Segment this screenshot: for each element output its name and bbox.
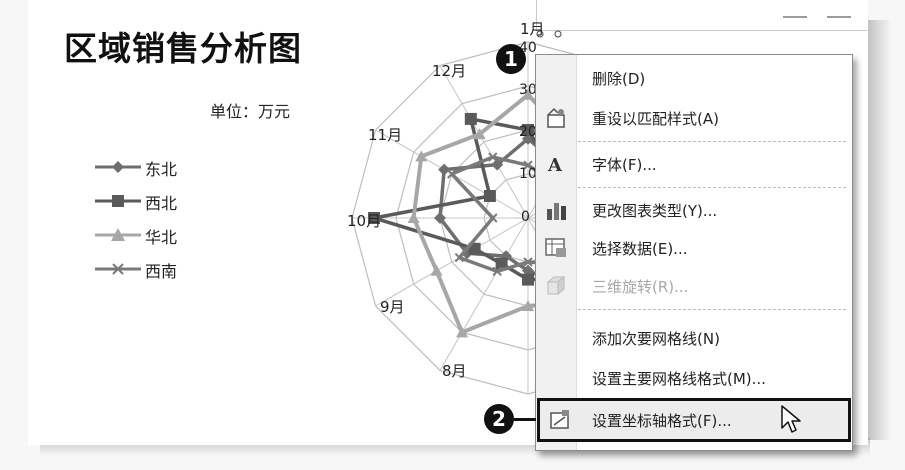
radial-tick-30: 30 xyxy=(519,82,537,98)
menu-separator xyxy=(578,141,846,142)
menu-item-delete[interactable]: 删除(D) xyxy=(536,59,852,97)
3d-rotate-icon xyxy=(546,275,566,296)
menu-item-label: 添加次要网格线(N) xyxy=(592,330,720,348)
menu-item-label: 设置主要网格线格式(M)... xyxy=(592,370,766,388)
axis-selection-handle-0 xyxy=(536,30,544,38)
menu-separator xyxy=(578,187,846,188)
radial-tick-20: 20 xyxy=(519,124,537,140)
axis-selection-handle-1 xyxy=(554,30,562,38)
data-point-东北-12月 xyxy=(491,158,504,171)
legend-label: 西南 xyxy=(145,262,178,281)
menu-item-format-axis[interactable]: 设置坐标轴格式(F)... xyxy=(537,398,851,442)
radar-spoke-8月 xyxy=(439,217,529,371)
legend-label: 东北 xyxy=(145,160,178,179)
menu-item-select-data[interactable]: 选择数据(E)... xyxy=(536,229,852,267)
radar-spoke-12月 xyxy=(439,65,529,219)
radial-tick-0: 0 xyxy=(521,209,530,225)
menu-item-label: 选择数据(E)... xyxy=(592,240,688,258)
month-label-sep: 9月 xyxy=(380,298,405,316)
data-point-西北-7月 xyxy=(522,273,534,286)
mouse-cursor-icon xyxy=(781,405,801,433)
unit-label: 单位：万元 xyxy=(210,102,291,121)
select-data-icon xyxy=(545,238,566,257)
svg-text:A: A xyxy=(547,155,563,175)
radar-spoke-9月 xyxy=(375,217,529,307)
menu-item-add-minor-gridlines[interactable]: 添加次要网格线(N) xyxy=(536,319,852,357)
data-point-华北-12月 xyxy=(473,128,486,140)
data-point-西北-10月 xyxy=(368,212,380,224)
legend-square-marker-icon xyxy=(95,195,141,207)
data-point-西南-7月 xyxy=(523,257,533,267)
data-point-华北-9月 xyxy=(430,264,443,276)
data-point-东北-11月 xyxy=(438,163,451,176)
data-point-西北-9月 xyxy=(468,242,481,255)
restore-icon[interactable] xyxy=(827,16,851,18)
data-point-西南-8月 xyxy=(492,266,502,277)
menu-item-label: 删除(D) xyxy=(592,70,646,88)
data-point-华北-7月 xyxy=(522,300,534,311)
month-label-aug: 8月 xyxy=(442,362,467,380)
chart-title[interactable]: 区域销售分析图 xyxy=(64,29,302,68)
menu-item-font[interactable]: A 字体(F)... xyxy=(536,145,852,183)
radial-tick-10: 10 xyxy=(519,166,537,182)
data-point-华北-1月 xyxy=(522,88,534,100)
legend-label: 西北 xyxy=(145,194,178,213)
data-point-华北-10月 xyxy=(407,212,420,223)
month-label-dec: 12月 xyxy=(432,62,467,80)
month-label-jan: 1月 xyxy=(520,20,545,38)
menu-item-label: 三维旋转(R)... xyxy=(592,278,689,296)
font-icon: A xyxy=(547,155,563,175)
menu-item-3d-rotation[interactable]: 三维旋转(R)... xyxy=(536,267,852,305)
data-point-华北-8月 xyxy=(456,326,468,338)
legend-triangle-marker-icon xyxy=(95,228,141,241)
data-point-西北-8月 xyxy=(495,257,508,270)
legend-x-marker-icon xyxy=(95,263,141,275)
legend-label: 华北 xyxy=(145,228,178,247)
data-point-西北-11月 xyxy=(483,190,496,202)
data-point-西南-12月 xyxy=(488,152,498,162)
step-1-callout: 1 xyxy=(496,44,526,74)
chart-type-icon xyxy=(547,203,566,220)
data-point-西南-9月 xyxy=(454,252,465,263)
menu-separator xyxy=(578,309,846,310)
data-point-西南-1月 xyxy=(523,160,533,170)
step-2-callout: 2 xyxy=(484,404,514,434)
menu-item-label: 设置坐标轴格式(F)... xyxy=(592,412,732,430)
menu-item-change-chart-type[interactable]: 更改图表类型(Y)... xyxy=(536,191,852,229)
context-menu: 删除(D) 重设以匹配样式(A) A 字体(F)... 更改图表类型(Y). xyxy=(535,54,853,451)
menu-item-format-major-gridlines[interactable]: 设置主要网格线格式(M)... xyxy=(536,359,852,397)
data-point-西北-1月 xyxy=(522,124,534,136)
data-point-西北-12月 xyxy=(464,112,477,125)
window-controls xyxy=(536,0,867,31)
reset-style-icon xyxy=(547,107,565,128)
menu-item-label: 更改图表类型(Y)... xyxy=(592,202,718,220)
month-label-nov: 11月 xyxy=(368,126,403,144)
data-point-西南-11月 xyxy=(447,169,457,179)
menu-item-label: 字体(F)... xyxy=(592,156,657,174)
axis-format-icon xyxy=(550,410,569,429)
data-point-西南-10月 xyxy=(488,213,498,223)
data-point-华北-11月 xyxy=(415,150,428,162)
page-shadow-right xyxy=(866,20,892,440)
month-label-oct: 10月 xyxy=(347,212,382,230)
legend-diamond-marker-icon xyxy=(95,161,141,173)
menu-item-label: 重设以匹配样式(A) xyxy=(592,110,719,128)
step-2-pointer-line xyxy=(514,418,536,421)
menu-item-reset-style[interactable]: 重设以匹配样式(A) xyxy=(536,99,852,137)
minimize-icon[interactable] xyxy=(783,16,807,18)
data-point-东北-10月 xyxy=(434,212,446,224)
